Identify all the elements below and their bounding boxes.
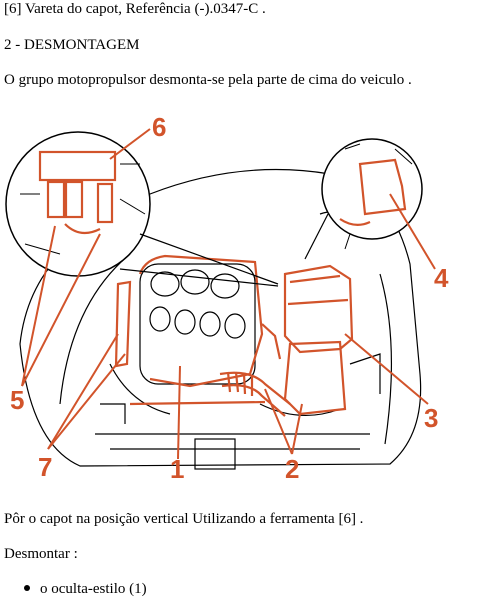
callout-label-2: 2 xyxy=(285,454,299,484)
callout-label-3: 3 xyxy=(424,403,438,433)
intro-paragraph: O grupo motopropulsor desmonta-se pela p… xyxy=(4,72,412,88)
instruction-paragraph: Pôr o capot na posição vertical Utilizan… xyxy=(4,511,364,527)
engine-bay-illustration: 6 4 5 3 7 1 2 xyxy=(5,112,449,484)
callout-label-1: 1 xyxy=(170,454,184,484)
section-heading: 2 - DESMONTAGEM xyxy=(4,37,140,53)
callout-label-6: 6 xyxy=(152,112,166,142)
list-item: o oculta-estilo (1) xyxy=(24,580,147,598)
bullet-icon xyxy=(24,584,30,591)
remove-heading: Desmontar : xyxy=(4,546,78,562)
callout-label-4: 4 xyxy=(434,263,449,293)
reference-line: [6] Vareta do capot, Referência (-).0347… xyxy=(4,1,266,17)
list-item-text: o oculta-estilo (1) xyxy=(40,581,147,597)
callout-label-5: 5 xyxy=(10,385,24,415)
callout-label-7: 7 xyxy=(38,452,52,482)
